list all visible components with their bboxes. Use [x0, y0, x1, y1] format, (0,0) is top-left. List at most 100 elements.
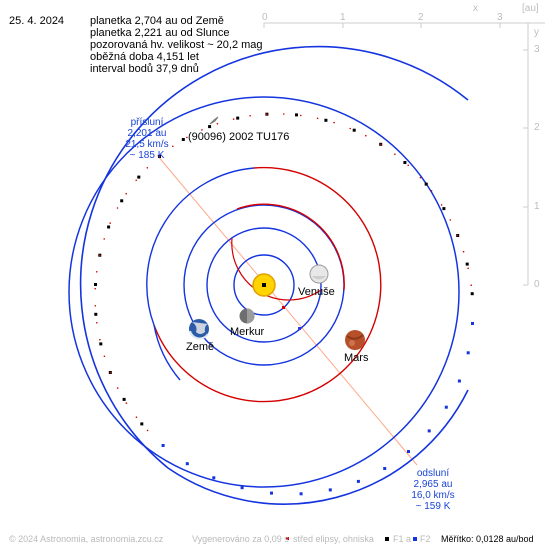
legend-center-square	[286, 537, 289, 540]
legend-f1-square	[385, 537, 389, 541]
info-earth-distance: planetka 2,704 au od Země	[90, 15, 224, 27]
y-axis	[523, 23, 529, 286]
outer-orbit-red	[134, 81, 471, 437]
perihelion-temperature: ~ 185 K	[129, 150, 165, 161]
asteroid-orbit-segment	[456, 234, 459, 237]
asteroid-orbit-point	[185, 462, 189, 466]
perihelion-distance: 2,201 au	[127, 128, 167, 139]
asteroid-orbit-point	[403, 161, 407, 164]
asteroid-orbit-point	[161, 444, 165, 447]
aphelion-distance: 2,965 au	[413, 479, 453, 490]
asteroid-orbit-segment	[146, 429, 149, 432]
asteroid-orbit-point	[240, 486, 244, 490]
asteroid-orbit-point	[328, 488, 332, 492]
aphelion-title: odsluní	[416, 468, 450, 479]
aphelion-speed: 16,0 km/s	[411, 490, 455, 501]
asteroid-orbit-segment	[116, 387, 119, 389]
asteroid-orbit-segment	[94, 287, 96, 290]
x-tick-3: 3	[497, 12, 503, 23]
asteroid-orbit-point	[122, 397, 126, 401]
asteroid-orbit-point	[470, 292, 474, 296]
x-tick-1: 1	[340, 12, 346, 23]
asteroid-orbit-segment	[109, 371, 112, 374]
perihelion-speed: 21,5 km/s	[125, 139, 169, 150]
focus-f2-marker	[298, 327, 301, 330]
mercury-label: Merkur	[230, 326, 265, 338]
copyright-text: © 2024 Astronomia, astronomia.zcu.cz	[9, 534, 164, 544]
y-tick-1: 1	[534, 201, 540, 212]
asteroid-orbit-dots	[94, 112, 474, 496]
asteroid-orbit-segment	[172, 145, 174, 148]
asteroid-orbit-point	[107, 225, 111, 229]
mars-orbit-blue	[146, 167, 255, 326]
asteroid-orbit-segment	[125, 402, 128, 404]
asteroid-marker	[209, 116, 219, 125]
venus-orbit	[206, 227, 322, 343]
asteroid-orbit-point	[466, 351, 470, 355]
mercury-planet	[239, 308, 255, 324]
asteroid-orbit-segment	[146, 167, 149, 169]
legend-f2-square	[413, 537, 417, 541]
earth-orbit-red	[236, 203, 345, 291]
asteroid-orbit-segment	[467, 267, 470, 270]
asteroid-orbit-segment	[283, 113, 285, 115]
asteroid-orbit-point	[407, 450, 410, 453]
apsis-line	[156, 154, 418, 466]
asteroid-orbit-segment	[470, 284, 473, 287]
asteroid-orbit-segment	[135, 416, 138, 419]
mercury-orbit	[233, 254, 295, 316]
asteroid-orbit-segment	[379, 143, 382, 146]
asteroid-orbit-segment	[365, 134, 367, 137]
earth-planet	[189, 319, 209, 340]
asteroid-orbit-point	[356, 479, 360, 483]
asteroid-orbit-point	[442, 207, 446, 211]
asteroid-orbit-segment	[103, 355, 106, 358]
mars-orbit-red	[153, 166, 382, 403]
asteroid-orbit-segment	[249, 115, 251, 117]
asteroid-orbit-segment	[462, 250, 465, 253]
aphelion-temperature: ~ 159 K	[415, 501, 451, 512]
asteroid-orbit-point	[94, 283, 97, 286]
asteroid-orbit-segment	[216, 122, 219, 125]
asteroid-orbit-segment	[95, 271, 98, 273]
scale-text: Měřítko: 0,0128 au/bod	[441, 534, 534, 544]
asteroid-orbit-point	[270, 491, 273, 495]
perihelion-title: přísluní	[130, 117, 164, 128]
venus-label: Venuše	[298, 286, 335, 298]
info-sun-distance: planetka 2,221 au od Slunce	[90, 27, 230, 39]
info-period: oběžná doba 4,151 let	[90, 51, 199, 63]
mars-planet	[345, 330, 365, 350]
asteroid-orbit-point	[120, 199, 124, 203]
date-label: 25. 4. 2024	[9, 15, 65, 27]
asteroid-orbit-point	[444, 405, 448, 409]
asteroid-orbit-segment	[449, 219, 452, 221]
asteroid-orbit-segment	[96, 322, 98, 324]
asteroid-orbit-segment	[116, 207, 119, 209]
asteroid-orbit-segment	[316, 117, 319, 120]
sun-center-marker	[262, 283, 266, 287]
asteroid-orbit-point	[212, 476, 216, 480]
x-tick-2: 2	[418, 12, 424, 23]
asteroid-orbit-segment	[419, 176, 422, 179]
earth-label: Země	[186, 341, 215, 353]
outer-orbit-blue	[79, 45, 469, 469]
y-tick-0: 0	[534, 279, 540, 290]
asteroid-orbit-segment	[440, 204, 443, 206]
asteroid-orbit-point	[324, 118, 328, 122]
y-axis-label: y	[534, 27, 539, 38]
legend-f1-text: F1 a	[393, 534, 412, 544]
generated-time: Vygenerováno za 0,09 s	[192, 534, 289, 544]
asteroid-orbit-point	[295, 113, 298, 117]
asteroid-orbit-segment	[201, 129, 203, 131]
asteroid-orbit-segment	[125, 192, 127, 195]
asteroid-orbit-point	[140, 422, 144, 426]
x-axis	[263, 22, 545, 28]
asteroid-orbit-point	[181, 138, 185, 141]
outer-orbit-ring	[68, 96, 460, 488]
asteroid-orbit-segment	[99, 338, 101, 341]
aphelion-label-block: odsluní 2,965 au 16,0 km/s ~ 159 K	[402, 468, 464, 512]
outer-orbit-blue-2	[167, 389, 469, 505]
info-magnitude: pozorovaná hv. velikost ~ 20,2 mag	[90, 39, 263, 51]
asteroid-orbit-segment	[232, 118, 235, 120]
